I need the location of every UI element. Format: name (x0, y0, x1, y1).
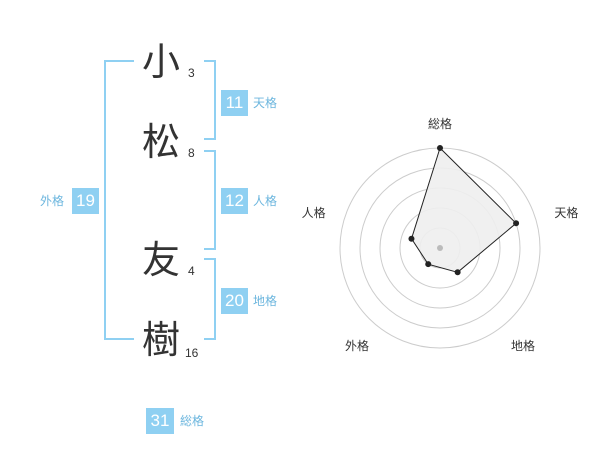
gaikaku-value-badge: 19 (72, 188, 99, 214)
radar-point-1 (437, 145, 443, 151)
jinkaku-bracket (204, 150, 216, 250)
tenkaku-value-badge: 11 (221, 90, 248, 116)
radar-axis-label-3: 地格 (511, 338, 535, 353)
stroke-count-2: 8 (188, 146, 195, 160)
chikaku-value-badge: 20 (221, 288, 248, 314)
name-char-1: 小 (142, 40, 181, 84)
stroke-count-3: 4 (188, 264, 195, 278)
stroke-count-4: 16 (185, 346, 199, 360)
gaikaku-label: 外格 (40, 194, 65, 208)
radar-axis-label-4: 外格 (345, 338, 369, 353)
radar-point-2 (513, 220, 520, 227)
soukaku-value-badge: 31 (146, 408, 174, 434)
radar-axis-label-5: 人格 (302, 205, 326, 220)
radar-axis-label-1: 総格 (428, 116, 452, 131)
tenkaku-label: 天格 (253, 96, 278, 110)
stroke-count-1: 3 (188, 66, 195, 80)
radar-point-3 (454, 269, 461, 276)
radar-series-area (410, 147, 517, 273)
radar-point-4 (425, 261, 432, 268)
jinkaku-label: 人格 (253, 194, 278, 208)
radar-point-5 (408, 235, 415, 242)
name-char-4: 樹 (142, 318, 181, 362)
chikaku-label: 地格 (253, 294, 278, 308)
jinkaku-value-badge: 12 (221, 188, 248, 214)
tenkaku-bracket (204, 60, 216, 140)
name-char-3: 友 (142, 238, 181, 282)
radar-axis-label-2: 天格 (554, 205, 578, 220)
name-char-2: 松 (142, 120, 181, 164)
chikaku-bracket (204, 258, 216, 340)
gaikaku-bracket (104, 60, 134, 340)
soukaku-label: 総格 (180, 414, 205, 428)
radar-center-dot (437, 245, 443, 251)
